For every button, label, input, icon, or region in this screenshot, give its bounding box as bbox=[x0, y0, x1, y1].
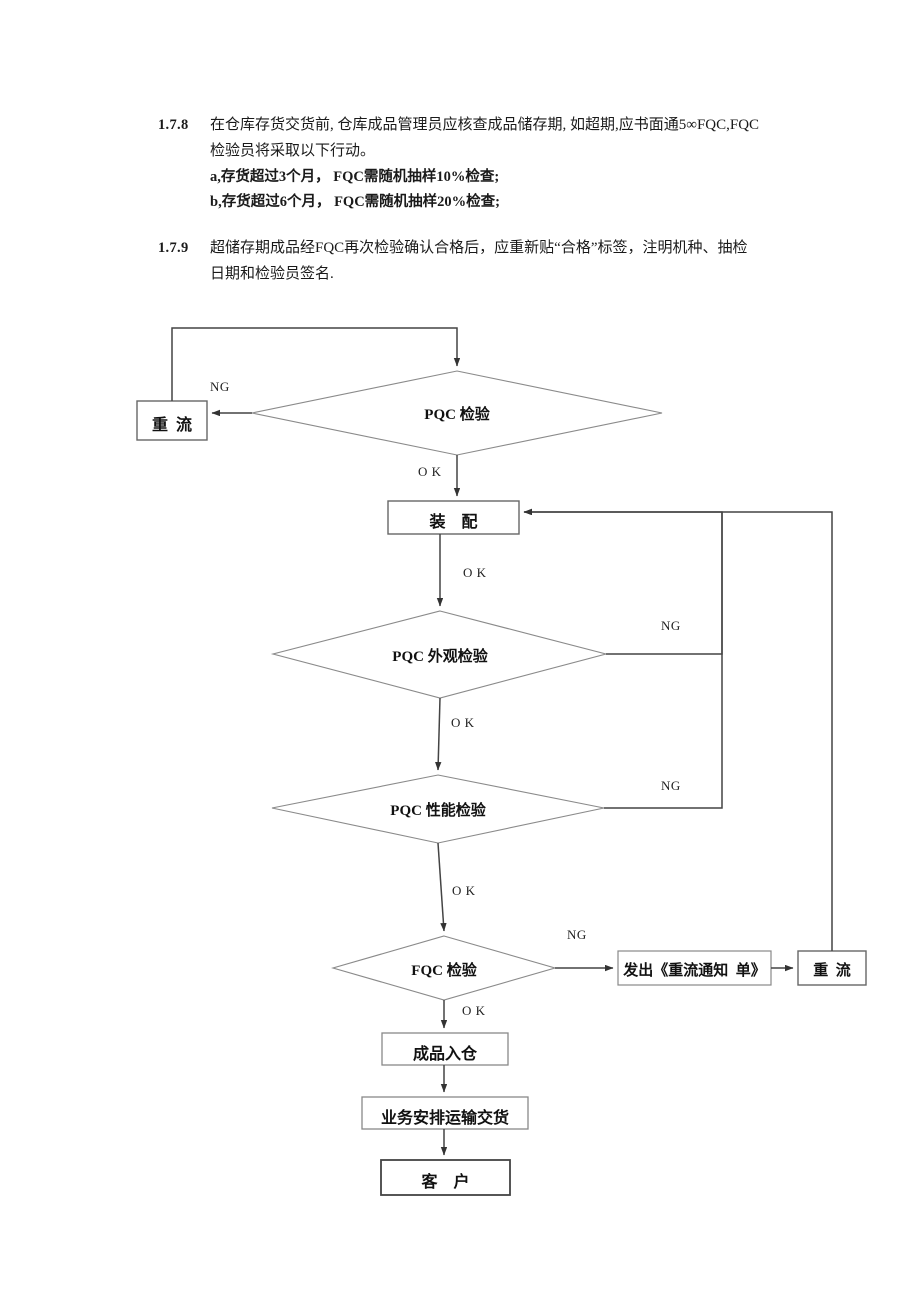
edge-label-ok-assembly: O K bbox=[463, 565, 487, 580]
paragraph-number: 1.7.8 bbox=[158, 117, 189, 133]
paragraph-body: 超储存期成品经FQC再次检验确认合格后，应重新贴“合格”标签，注明机种、抽检 日… bbox=[210, 236, 828, 288]
shape-pqc-appearance-diamond bbox=[270, 610, 609, 699]
edge-label-ok-fqc: O K bbox=[462, 1003, 486, 1018]
edge-performance-to-fqc bbox=[437, 842, 447, 932]
edge-label-ok-performance: O K bbox=[452, 883, 476, 898]
paragraph-line: 超储存期成品经FQC再次检验确认合格后，应重新贴“合格”标签，注明机种、抽检 bbox=[210, 240, 748, 256]
edge-appearance-ng-loop bbox=[523, 508, 723, 655]
shape-pqc-performance-diamond bbox=[271, 774, 605, 844]
edge-rework-bottom-to-assembly bbox=[523, 508, 833, 951]
shape-finished-goods-box bbox=[381, 1032, 509, 1066]
edge-label-ng-fqc: NG bbox=[567, 927, 587, 942]
shape-customer-box bbox=[380, 1159, 511, 1196]
paragraph-number: 1.7.9 bbox=[158, 240, 189, 256]
edge-rework-top-to-pqc bbox=[171, 327, 461, 401]
edge-label-ng-top: NG bbox=[210, 379, 230, 394]
shape-rework-top-box bbox=[136, 400, 208, 441]
shape-arrange-shipment-box bbox=[361, 1096, 529, 1130]
paragraph-line: 在仓库存货交货前, 仓库成品管理员应核查成品储存期, 如超期,应书面通5∞FQC… bbox=[210, 117, 760, 133]
edge-performance-ng-loop bbox=[604, 512, 723, 809]
edge-label-ok-pqc: O K bbox=[418, 464, 442, 479]
edge-label-ng-appearance: NG bbox=[661, 618, 681, 633]
paragraph-line: 检验员将采取以下行动。 bbox=[210, 142, 376, 159]
edge-appearance-to-performance bbox=[435, 697, 442, 771]
paragraph-body: 在仓库存货交货前, 仓库成品管理员应核查成品储存期, 如超期,应书面通5∞FQC… bbox=[210, 113, 828, 214]
paragraph-line: 日期和检验员签名. bbox=[210, 265, 334, 282]
shape-issue-notice-box bbox=[617, 950, 772, 986]
paragraph-subitem-b: b,存货超过6个月， FQC需随机抽样20%检查; bbox=[210, 193, 500, 210]
shape-rework-bottom-box bbox=[797, 950, 867, 986]
shape-assembly-box bbox=[387, 500, 520, 535]
edge-label-ng-performance: NG bbox=[661, 778, 681, 793]
shape-pqc-inspect-diamond bbox=[251, 370, 663, 456]
paragraph-1-7-8: 1.7.8 在仓库存货交货前, 仓库成品管理员应核查成品储存期, 如超期,应书面… bbox=[158, 113, 828, 214]
paragraph-1-7-9: 1.7.9 超储存期成品经FQC再次检验确认合格后，应重新贴“合格”标签，注明机… bbox=[158, 236, 828, 288]
edge-label-ok-appearance: O K bbox=[451, 715, 475, 730]
paragraph-subitem-a: a,存货超过3个月， FQC需随机抽样10%检查; bbox=[210, 168, 500, 185]
shape-fqc-inspect-diamond bbox=[331, 935, 557, 1001]
